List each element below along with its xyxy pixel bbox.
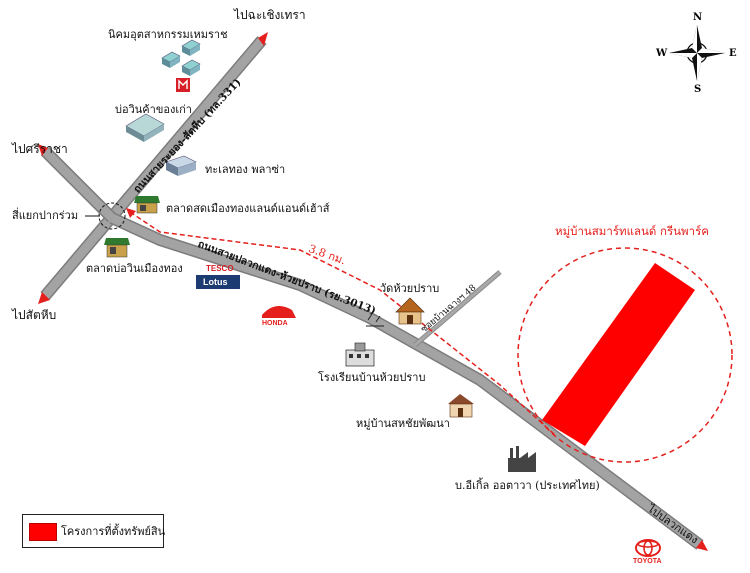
compass-n: N <box>693 12 703 23</box>
label-school: โรงเรียนบ้านห้วยปราบ <box>318 371 426 384</box>
market-bowin-icon <box>104 238 130 258</box>
legend-label: โครงการที่ตั้งทรัพย์สิน <box>61 525 166 538</box>
school-icon <box>345 342 375 367</box>
honda-text: HONDA <box>262 320 288 327</box>
route-dashed <box>129 211 556 436</box>
legend: โครงการที่ตั้งทรัพย์สิน <box>22 514 166 548</box>
label-to-chachoengsao: ไปฉะเชิงเทรา <box>234 8 306 22</box>
label-project-name: หมู่บ้านสมาร์ทแลนด์ กรีนพาร์ค <box>555 224 709 238</box>
house-icon <box>448 394 474 418</box>
label-thaethong-plaza: ทะเลทอง พลาซ่า <box>205 163 286 176</box>
label-wat-huai-prap: วัดห้วยปราบ <box>380 282 440 295</box>
label-eagle-company: บ.อีเกิ้ล ออตาวา (ประเทศไทย) <box>455 479 600 492</box>
legend-swatch <box>29 523 57 541</box>
tesco-lotus-logo <box>196 275 240 289</box>
soi-48-road-fill <box>414 270 501 347</box>
compass-e: E <box>729 48 737 59</box>
market-icon <box>134 196 160 214</box>
sriracha-road-fill <box>41 147 116 222</box>
overpass-marker <box>366 313 384 327</box>
project-parcel <box>542 263 695 446</box>
warehouse-icon <box>125 113 165 142</box>
label-village-sahachai: หมู่บ้านสหชัยพัฒนา <box>356 417 450 430</box>
arrow-sattahip <box>38 292 50 304</box>
label-bowin-old: บ่อวินค้าของเก่า <box>115 103 192 116</box>
label-to-sattahip: ไปสัตหีบ <box>12 308 57 322</box>
route-start-arrow <box>126 208 136 218</box>
label-market-bowin: ตลาดบ่อวินเมืองทอง <box>86 262 183 275</box>
highway-331-road-fill <box>41 37 266 299</box>
toyota-text: TOYOTA <box>633 558 662 565</box>
factory-icon <box>508 446 536 472</box>
label-industrial-estate: นิคมอุตสาหกรรมเหมราช <box>108 28 228 41</box>
temple-icon <box>395 297 425 325</box>
hemaraj-logo <box>176 78 190 92</box>
compass-s: S <box>694 84 702 95</box>
toyota-logo <box>635 539 661 557</box>
honda-logo <box>262 306 296 318</box>
label-junction: สี่แยกปากร่วม <box>12 209 79 222</box>
label-market-muangthong: ตลาดสดเมืองทองแลนด์แอนด์เฮ้าส์ <box>166 202 330 215</box>
lotus-text: Lotus <box>203 277 228 287</box>
arrow-pluak-daeng <box>696 540 708 551</box>
arrow-chachoengsao <box>258 32 268 46</box>
label-to-sriracha: ไปศรีราชา <box>12 142 68 156</box>
industrial-estate-icon <box>161 39 201 76</box>
plaza-icon <box>165 155 197 176</box>
compass-rose <box>669 25 725 81</box>
tesco-text: TESCO <box>206 264 234 273</box>
project-circle <box>517 247 733 463</box>
compass-w: W <box>656 48 668 59</box>
arrow-sriracha <box>38 144 48 156</box>
